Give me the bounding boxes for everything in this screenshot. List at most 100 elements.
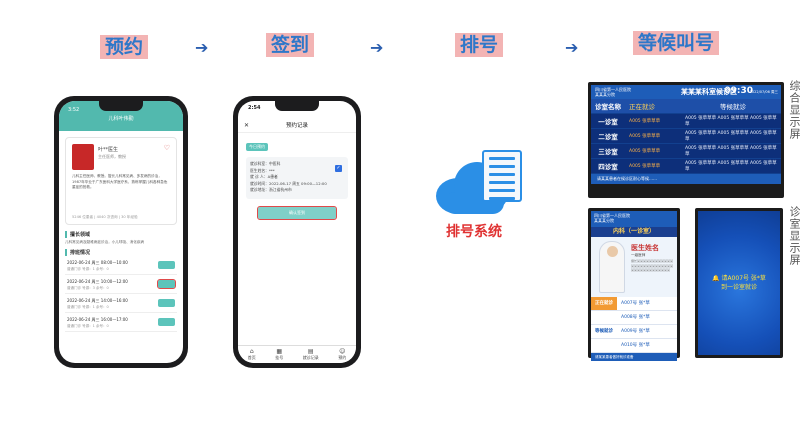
display-clock: 09:30 — [724, 86, 753, 96]
phone-appointment: 3:52 儿科叶伟勤 叶**医生 主任医师，教授 ♡ 儿科主任医师，教授。擅长儿… — [54, 96, 188, 368]
col-waiting: 等候就诊 — [720, 103, 746, 111]
nav-register[interactable]: ▦挂号 — [275, 348, 283, 361]
doctor-panel: 医生姓名 一级医师 擅长某某某某某某某某某某某某某某某某某某某某某某某某某某某某… — [591, 237, 677, 297]
schedule-sub: 普通门诊 号源：1 余号：0 — [67, 305, 109, 309]
call-line-2: 到一诊室就诊 — [720, 284, 757, 291]
book-button[interactable] — [158, 318, 175, 326]
doctor-intro: 儿科主任医师，教授。擅长儿科常见病、多发病的诊治，1987年毕业于广东医科大学医… — [72, 174, 168, 189]
queue-row: 四诊室 A005 张草草草 A005 张草草草 A005 张草草草 A005 张… — [591, 159, 781, 174]
arrow-right-icon: ➔ — [565, 38, 579, 57]
register-icon: ▦ — [276, 348, 283, 355]
current-row: 正在就诊 A007号 张*草 — [591, 297, 677, 311]
col-current: 正在就诊 — [629, 103, 655, 111]
appt-doctor: 医生姓名：*** — [250, 167, 275, 173]
schedule-date: 2022-06-24 周三 10:00—12:00 — [67, 279, 128, 284]
step-label-queue: 排号 — [455, 33, 504, 57]
favorite-heart-icon[interactable]: ♡ — [163, 144, 170, 152]
system-label: 排号系统 — [446, 224, 502, 240]
current-patient: A005 张草草草 — [629, 149, 661, 154]
schedule-row: 2022-06-24 周三 16:00—17:00 普通门诊 号源：1 余号：0 — [65, 315, 177, 332]
display-header: 四川省第一人民医院某某某分院 某某某科室候诊区 09:30 2022/07/06… — [591, 85, 781, 99]
appt-address: 就诊地址：浙江省杭州市 — [250, 187, 292, 192]
select-checkbox[interactable]: ✓ — [335, 165, 342, 172]
today-tag: 今日预约 — [246, 143, 268, 151]
hospital-name: 四川省第一人民医院某某某分院 — [595, 87, 631, 97]
doctor-name: 医生姓名 — [631, 244, 659, 252]
schedule-sub: 普通门诊 号源：3 余号：0 — [67, 286, 109, 290]
waiting-patients: A005 张草草草 A005 张草草草 A005 张草草草 — [685, 131, 777, 142]
specialty-text: 儿科常见病及疑难病症诊治，小儿呼吸、消化疾病 — [65, 240, 145, 244]
book-button[interactable] — [157, 279, 176, 289]
appointment-card[interactable]: 就诊科室：中医科 医生姓名：*** 就 诊 人：A患者 就诊时间：2022-06… — [246, 157, 348, 199]
phone-notch — [99, 101, 143, 111]
waiting-patient: A008号 张*草 — [621, 315, 650, 320]
waiting-patients: A005 张草草草 A005 张草草草 A005 张草草草 — [685, 146, 777, 157]
doctor-name: 叶**医生 — [98, 147, 119, 153]
book-button[interactable] — [158, 299, 175, 307]
doctor-avatar — [72, 144, 94, 170]
call-message: 🔔 请A007号 张*草 到一诊室就诊 — [712, 274, 766, 292]
doctor-card[interactable]: 叶**医生 主任医师，教授 ♡ 儿科主任医师，教授。擅长儿科常见病、多发病的诊治… — [65, 137, 177, 225]
room-display-screen: 四川省第一人民医院某某某分院 内科（一诊室） 医生姓名 一级医师 擅长某某某某某… — [588, 208, 680, 361]
queue-row: 三诊室 A005 张草草草 A005 张草草草 A005 张草草草 A005 张… — [591, 144, 781, 159]
schedule-title: 排班情况 — [65, 249, 177, 256]
appt-time: 就诊时间：2022-06-17 周五 09:00—12:00 — [250, 180, 327, 186]
step-label-appointment: 预约 — [100, 35, 149, 59]
waiting-row: A010号 张*草 — [591, 339, 677, 353]
schedule-date: 2022-06-24 周三 08:00—10:00 — [67, 260, 128, 265]
display-title: 某某某科室候诊区 — [681, 88, 737, 96]
waiting-patient: A010号 张*草 — [621, 343, 650, 348]
schedule-date: 2022-06-24 周三 14:00—16:00 — [67, 298, 128, 303]
queue-table: 诊室名称 正在就诊 等候就诊 一诊室 A005 张草草草 A005 张草草草 A… — [591, 99, 781, 174]
specialty-title: 擅长领域 — [65, 231, 177, 238]
schedule-row: 2022-06-24 周三 08:00—10:00 普通门诊 号源：1 余号：0 — [65, 258, 177, 275]
current-label: 正在就诊 — [591, 297, 617, 310]
cloud-server-icon — [432, 148, 542, 238]
nav-label: 就诊记录 — [302, 355, 319, 360]
call-display-screen: 🔔 请A007号 张*草 到一诊室就诊 — [695, 208, 783, 358]
current-patient: A005 张草草草 — [629, 119, 661, 124]
nav-appointment[interactable]: ☺预约 — [338, 348, 346, 361]
waiting-label — [591, 339, 617, 352]
appt-patient: 就 诊 人：A患者 — [250, 174, 278, 179]
step-label-waiting-call: 等候叫号 — [633, 31, 720, 55]
display-date: 2022/07/06 周三 — [749, 90, 778, 94]
nav-home[interactable]: ⌂首页 — [248, 348, 256, 361]
queue-row: 一诊室 A005 张草草草 A005 张草草草 A005 张草草草 A005 张… — [591, 114, 781, 129]
schedule-sub: 普通门诊 号源：1 余号：0 — [67, 267, 109, 271]
status-time: 2:54 — [248, 105, 261, 111]
doctor-role: 一级医师 — [631, 253, 646, 257]
nav-records[interactable]: ▤就诊记录 — [303, 348, 319, 361]
schedule-row: 2022-06-24 周三 14:00—16:00 普通门诊 号源：1 余号：0 — [65, 296, 177, 313]
status-bar: 2:54 — [238, 101, 356, 119]
arrow-right-icon: ➔ — [195, 38, 209, 57]
close-icon[interactable]: ✕ — [244, 122, 250, 129]
bottom-nav: ⌂首页 ▦挂号 ▤就诊记录 ☺预约 — [238, 345, 356, 363]
comprehensive-display-screen: 四川省第一人民医院某某某分院 某某某科室候诊区 09:30 2022/07/06… — [588, 82, 784, 198]
arrow-right-icon: ➔ — [370, 38, 384, 57]
doctor-role: 主任医师，教授 — [98, 154, 126, 159]
display-footer: 请某某患者在候诊区耐心等候…… — [591, 174, 781, 184]
status-time: 3:52 — [68, 107, 80, 113]
queue-table-header: 诊室名称 正在就诊 等候就诊 — [591, 99, 781, 114]
room-name: 一诊室 — [598, 118, 618, 126]
doctor-avatar — [599, 241, 625, 293]
user-icon: ☺ — [339, 348, 346, 355]
waiting-patients: A005 张草草草 A005 张草草草 A005 张草草草 — [685, 116, 777, 127]
records-icon: ▤ — [307, 348, 314, 355]
waiting-label — [591, 311, 617, 324]
document-icon — [482, 150, 522, 202]
call-line-1: 🔔 请A007号 张*草 — [712, 275, 766, 282]
appt-dept: 就诊科室：中医科 — [250, 161, 281, 166]
confirm-checkin-button[interactable]: 确认签到 — [257, 206, 337, 220]
department-name: 内科（一诊室） — [591, 227, 677, 237]
home-icon: ⌂ — [249, 348, 254, 355]
nav-label: 首页 — [247, 355, 256, 360]
side-label-room: 诊室显示屏 — [788, 206, 800, 266]
waiting-label: 等候就诊 — [595, 329, 613, 334]
room-name: 二诊室 — [598, 133, 618, 141]
phone-checkin: 2:54 ✕ 预约记录 今日预约 就诊科室：中医科 医生姓名：*** 就 诊 人… — [233, 96, 361, 368]
book-button[interactable] — [158, 261, 175, 269]
waiting-row: A008号 张*草 — [591, 311, 677, 325]
waiting-patient: A009号 张*草 — [621, 329, 650, 334]
